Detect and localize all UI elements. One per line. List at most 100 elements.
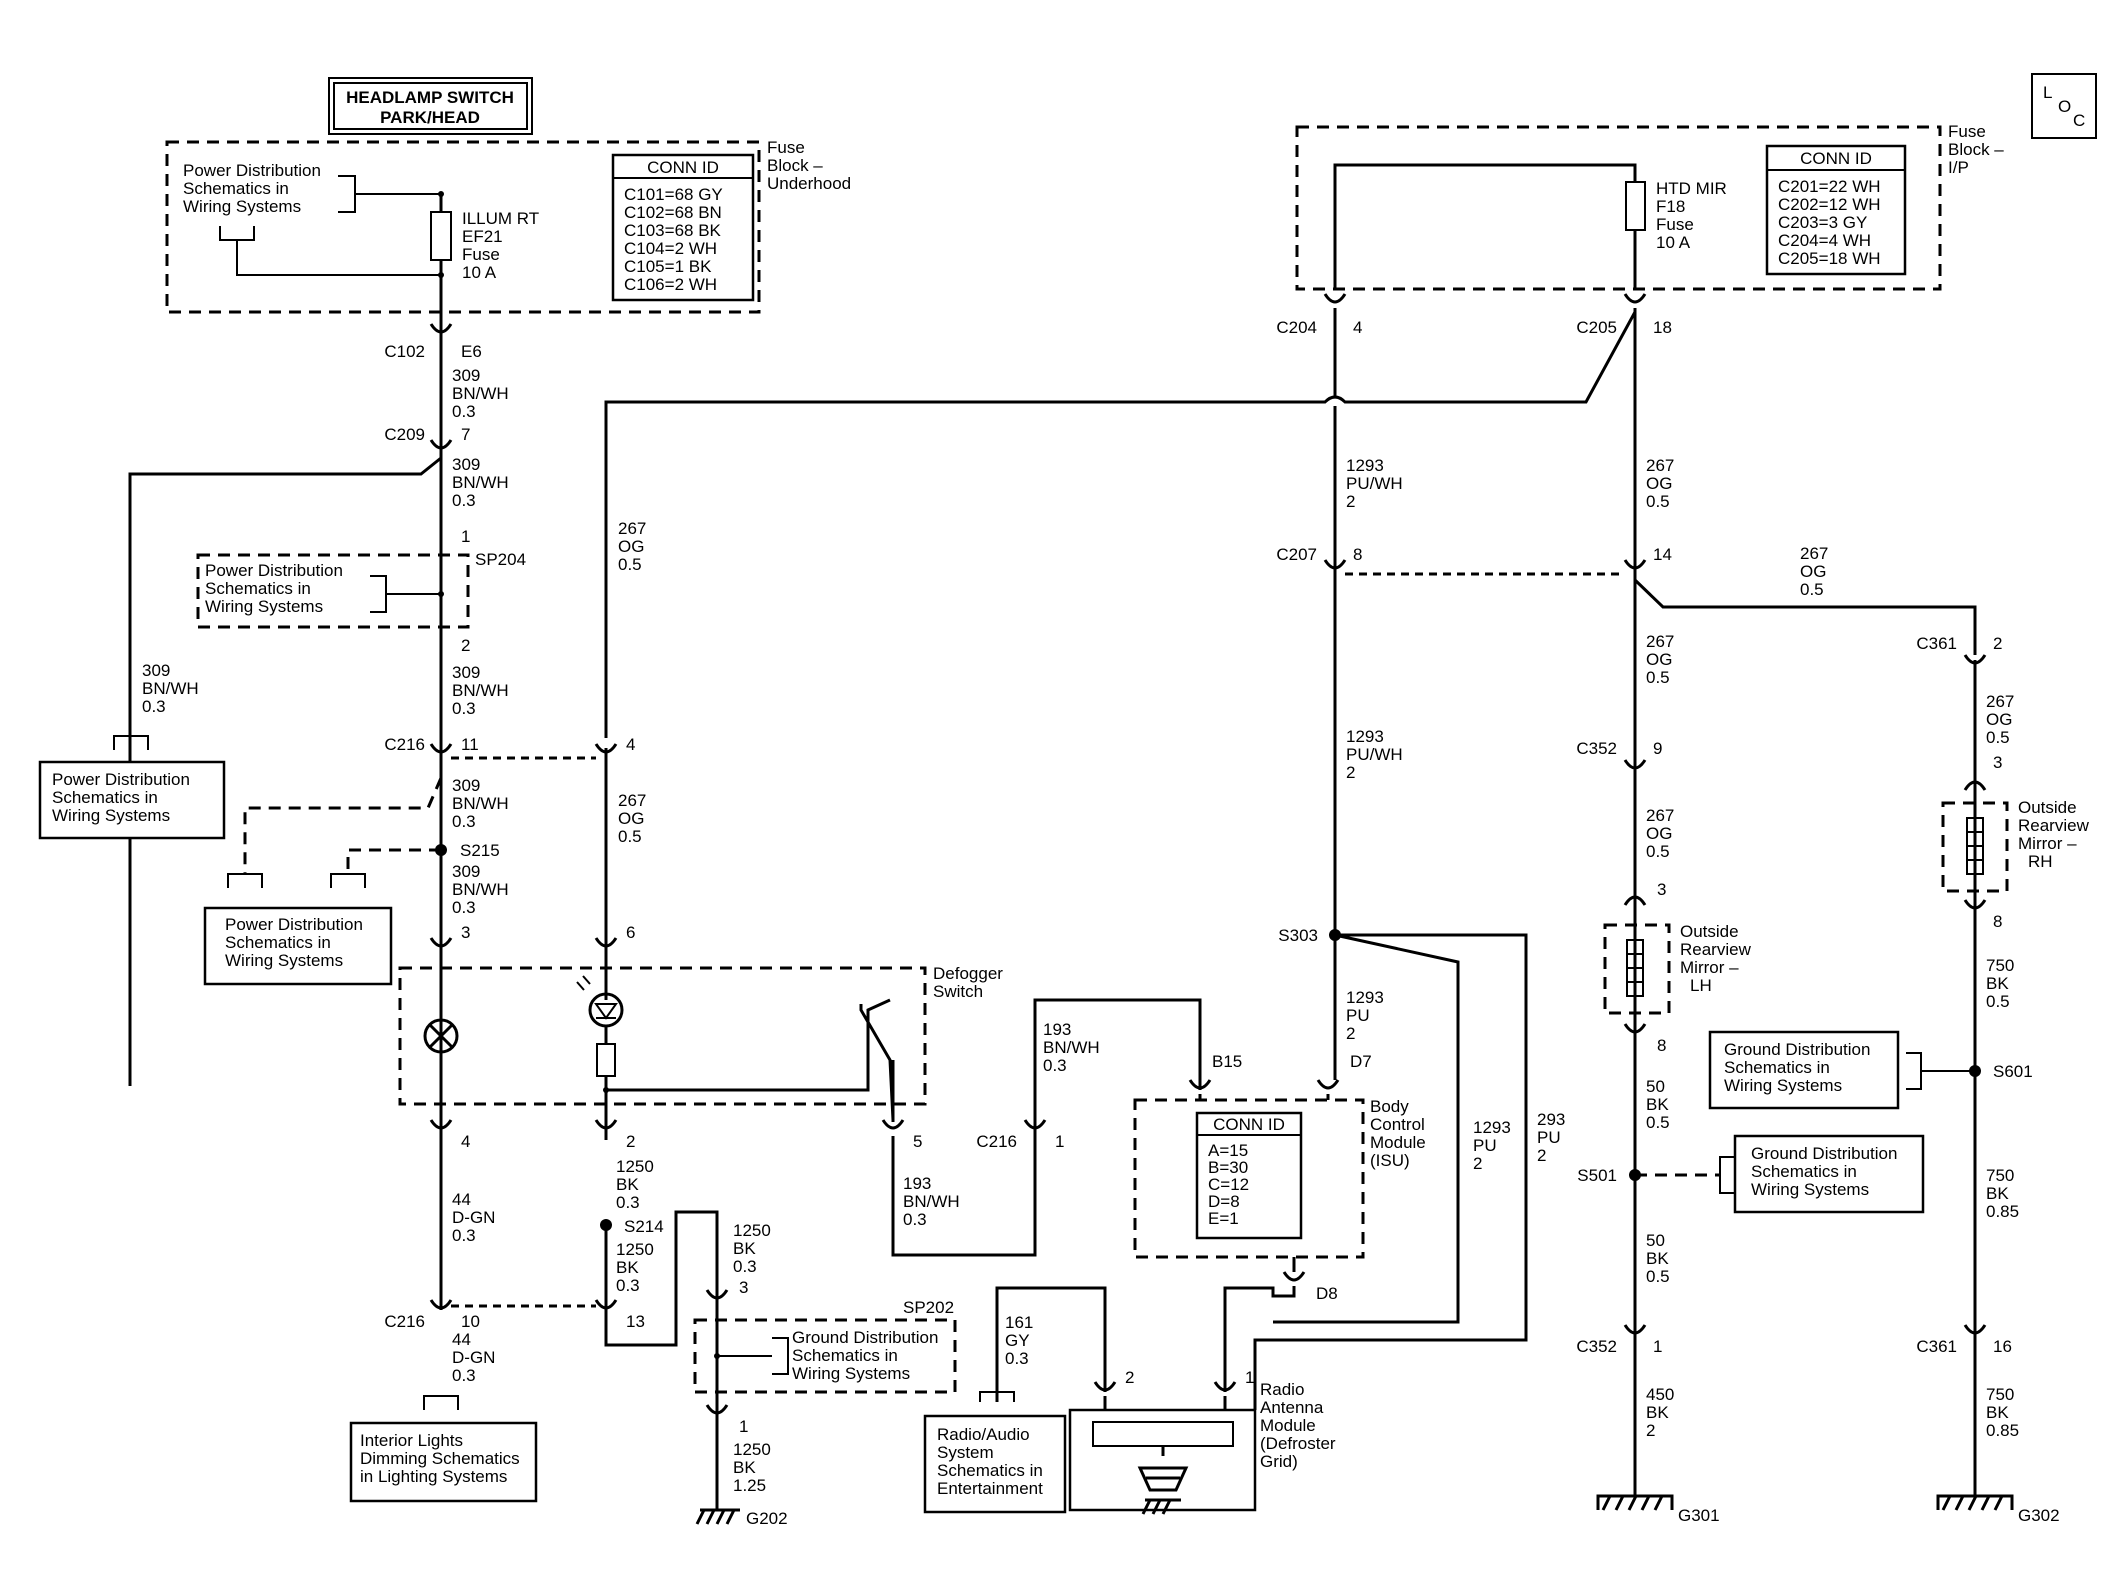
fuse-block-ip-label-2: Block – — [1948, 140, 2004, 159]
ground-g302-label: G302 — [2018, 1506, 2060, 1525]
connector-c102 — [429, 323, 453, 334]
wire-label: OG — [618, 537, 644, 556]
wire-label: BK — [1986, 1184, 2009, 1203]
wire-label: BN/WH — [903, 1192, 960, 1211]
loc-icon-c: C — [2073, 111, 2085, 130]
connector-c216c-pin1: 1 — [1055, 1132, 1064, 1151]
wire-label: 1250 — [616, 1240, 654, 1259]
connector-c216a-label: C216 — [384, 735, 425, 754]
title-inner-box — [333, 82, 528, 130]
title-line1: HEADLAMP SWITCH — [346, 88, 514, 107]
conn-id-ip-row: C203=3 GY — [1778, 213, 1867, 232]
wire-label: 1250 — [733, 1440, 771, 1459]
wire-label: 0.3 — [616, 1276, 640, 1295]
conn-id-underhood-title: CONN ID — [647, 158, 719, 177]
wire-label: PU/WH — [1346, 745, 1403, 764]
ground-icon-g302 — [1936, 1494, 2014, 1511]
conn-id-underhood-box — [611, 153, 755, 302]
fuse-block-ip-label-3: I/P — [1948, 158, 1969, 177]
ground-g202-label: G202 — [746, 1509, 788, 1528]
wire-label: BN/WH — [452, 473, 509, 492]
wire-label: 267 — [1646, 806, 1674, 825]
connector-c209-label: C209 — [384, 425, 425, 444]
wire-label: 293 — [1537, 1110, 1565, 1129]
wire-label: 44 — [452, 1330, 471, 1349]
wire-label: BK — [1986, 974, 2009, 993]
connector-mirror-lh-3 — [1623, 895, 1647, 906]
power-dist-ref-4-line2: Schematics in — [225, 933, 331, 952]
wire-label: 50 — [1646, 1077, 1665, 1096]
mirror-lh-label-2: Rearview — [1680, 940, 1752, 959]
connector-c102-label: C102 — [384, 342, 425, 361]
power-dist-ref-4-line3: Wiring Systems — [225, 951, 343, 970]
fuse-block-underhood-label-1: Fuse — [767, 138, 805, 157]
connector-radio-p2 — [1093, 1381, 1117, 1392]
ground-dist-ref-3-line1: Ground Distribution — [1751, 1144, 1897, 1163]
conn-id-ip-box — [1765, 144, 1907, 276]
pin5-label: 5 — [913, 1132, 922, 1151]
wire-161 — [995, 1286, 1107, 1402]
radio-audio-ref-line1: Radio/Audio — [937, 1425, 1030, 1444]
fuse-illum-rt-line1: ILLUM RT — [462, 209, 539, 228]
interior-lights-ref-line3: in Lighting Systems — [360, 1467, 507, 1486]
wire-label: D-GN — [452, 1348, 495, 1367]
mirror-lh-boundary — [1603, 923, 1671, 1015]
wire-label: BK — [1646, 1403, 1669, 1422]
fuse-block-underhood-label-3: Underhood — [767, 174, 851, 193]
connector-c209-pin: 7 — [461, 425, 470, 444]
wire-label: BN/WH — [452, 681, 509, 700]
conn-id-bcm-row: A=15 — [1208, 1141, 1248, 1160]
wire-label: 193 — [1043, 1020, 1071, 1039]
wire-293 — [1253, 933, 1528, 1410]
splice-s215-label: S215 — [460, 841, 500, 860]
interior-lights-ref-box — [349, 1421, 538, 1503]
fuse-icon-htd-mir — [1625, 181, 1646, 231]
wire-label: PU/WH — [1346, 474, 1403, 493]
wire-label: 2 — [1473, 1154, 1482, 1173]
conn-id-bcm-row: E=1 — [1208, 1209, 1239, 1228]
wire-label: 750 — [1986, 1385, 2014, 1404]
power-dist-ref-2-line3: Wiring Systems — [205, 597, 323, 616]
wire-label: 0.3 — [452, 812, 476, 831]
conn-id-bcm-row: D=8 — [1208, 1192, 1240, 1211]
power-dist-ref-3-box — [38, 760, 226, 840]
wire-label: 1293 — [1346, 727, 1384, 746]
wire-label: BN/WH — [452, 880, 509, 899]
bcm-label-2: Control — [1370, 1115, 1425, 1134]
wire-label: 267 — [618, 791, 646, 810]
pin4-label: 4 — [461, 1132, 470, 1151]
connector-c361b-pin: 16 — [1993, 1337, 2012, 1356]
mirror-rh-label-2: Rearview — [2018, 816, 2090, 835]
wire-label: 0.5 — [618, 555, 642, 574]
resistor-icon — [596, 1043, 616, 1077]
radio-audio-ref-line4: Entertainment — [937, 1479, 1043, 1498]
radio-antenna-label-4: (Defroster — [1260, 1434, 1336, 1453]
wire-1293-to-radio — [1273, 933, 1460, 1324]
wire-label: OG — [618, 809, 644, 828]
connector-c205-label: C205 — [1576, 318, 1617, 337]
wire-label: 309 — [452, 862, 480, 881]
radio-antenna-label-3: Module — [1260, 1416, 1316, 1435]
conn-id-ip-row: C205=18 WH — [1778, 249, 1881, 268]
wire-label: 0.3 — [452, 898, 476, 917]
wire-label: OG — [1646, 824, 1672, 843]
wire-label: BN/WH — [452, 794, 509, 813]
ground-dist-ref-3-box — [1733, 1134, 1925, 1214]
power-dist-ref-3-line1: Power Distribution — [52, 770, 190, 789]
connector-b15 — [1188, 1079, 1212, 1090]
conn-id-underhood-row: C101=68 GY — [624, 185, 723, 204]
wire-label: 267 — [1986, 692, 2014, 711]
connector-c102-pin: E6 — [461, 342, 482, 361]
connector-c204 — [1323, 293, 1347, 304]
wire-267-to-rh-mirror — [1633, 578, 1977, 655]
connector-mirror-lh-8 — [1623, 1023, 1647, 1034]
wire-label: PU — [1473, 1136, 1497, 1155]
ground-dist-ref-2-line3: Wiring Systems — [1724, 1076, 1842, 1095]
wire-label: 0.5 — [1646, 1267, 1670, 1286]
bcm-label-1: Body — [1370, 1097, 1409, 1116]
pin3-label: 3 — [461, 923, 470, 942]
wire-label: OG — [1646, 474, 1672, 493]
wire-label: 50 — [1646, 1231, 1665, 1250]
ground-dist-ref-2-box — [1708, 1030, 1900, 1110]
radio-antenna-module-box — [1068, 1408, 1257, 1512]
